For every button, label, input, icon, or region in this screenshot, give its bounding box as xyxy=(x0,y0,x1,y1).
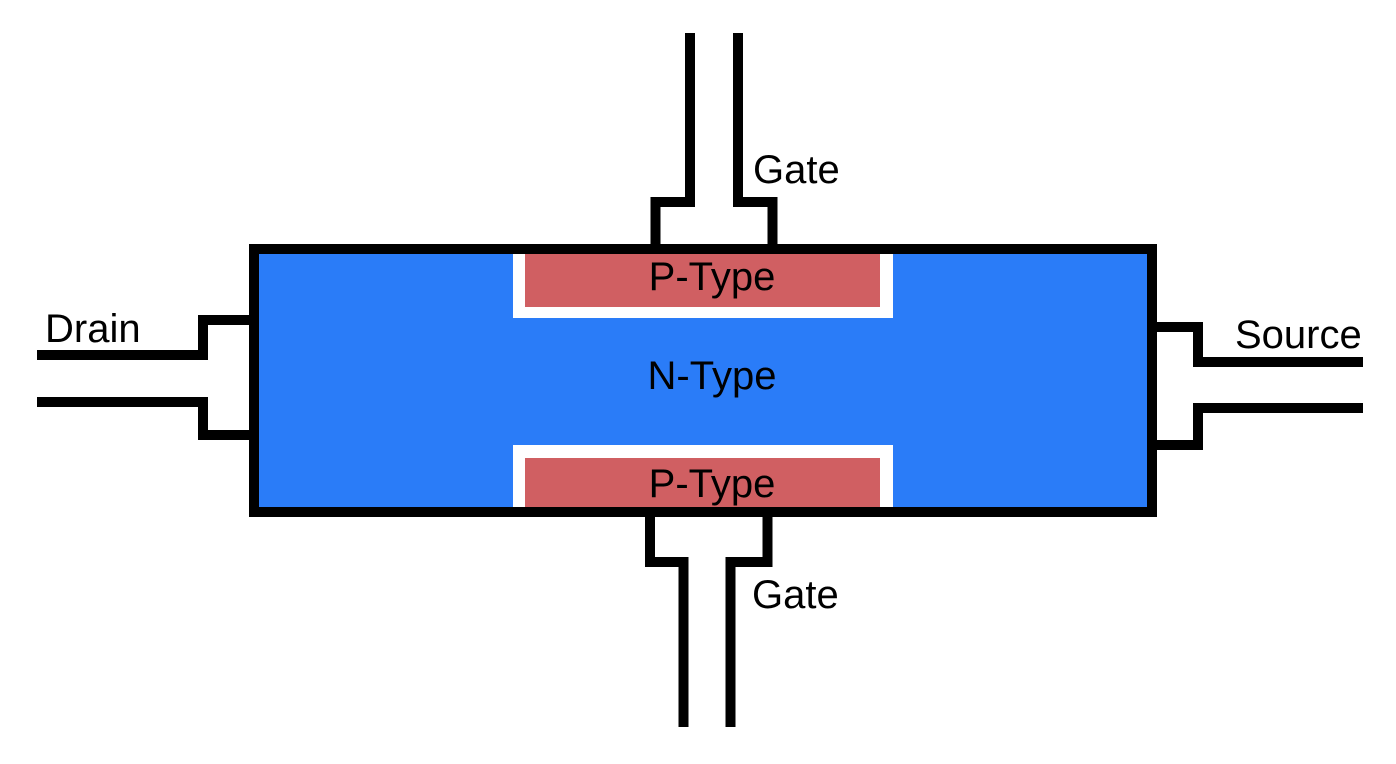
gate-bottom-lead xyxy=(645,512,773,727)
gate-top-label: Gate xyxy=(753,148,840,192)
n-type-label: N-Type xyxy=(648,354,777,398)
gate-top-lead xyxy=(650,33,778,249)
gate-bottom-label: Gate xyxy=(752,573,839,617)
source-label: Source xyxy=(1235,313,1362,357)
drain-label: Drain xyxy=(45,307,141,351)
p-region-bottom xyxy=(525,458,880,507)
p-type-bottom-label: P-Type xyxy=(649,462,776,506)
p-region-top xyxy=(525,254,880,307)
source-lead xyxy=(1152,322,1363,450)
drain-lead xyxy=(37,315,254,440)
p-type-top-label: P-Type xyxy=(649,255,776,299)
